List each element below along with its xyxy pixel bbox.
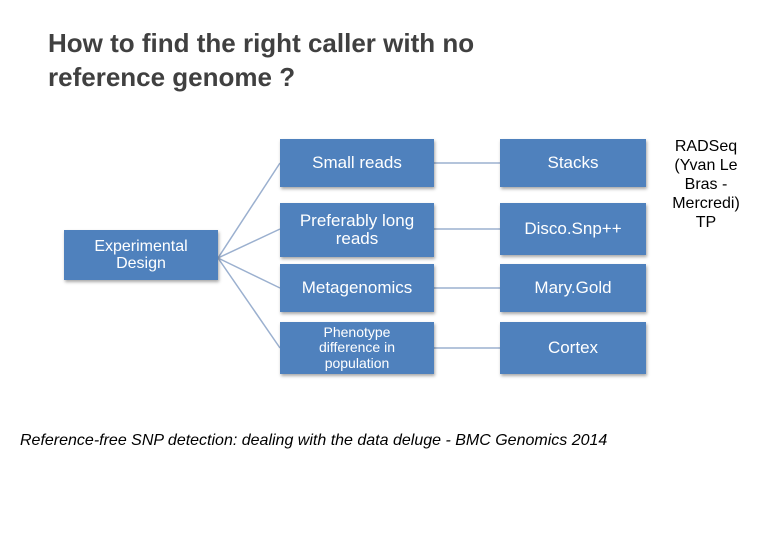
marygold-box: Mary.Gold — [500, 264, 646, 312]
cortex-box: Cortex — [500, 322, 646, 374]
page-title: How to find the right caller with no ref… — [48, 28, 475, 92]
small-reads-box: Small reads — [280, 139, 434, 187]
experimental-design-box: Experimental Design — [64, 230, 218, 280]
radseq-note: RADSeq (Yvan Le Bras - Mercredi) TP — [672, 138, 740, 231]
connector-root-long-reads — [217, 228, 281, 259]
stacks-box: Stacks — [500, 139, 646, 187]
connector-root-phenotype — [217, 257, 281, 349]
discosnp-box: Disco.Snp++ — [500, 203, 646, 255]
connector-root-small-reads — [217, 162, 281, 259]
connector-root-metagenomics — [217, 257, 281, 289]
preferably-long-reads-box: Preferably long reads — [280, 203, 434, 257]
metagenomics-box: Metagenomics — [280, 264, 434, 312]
reference-citation: Reference-free SNP detection: dealing wi… — [20, 432, 608, 449]
phenotype-box: Phenotype difference in population — [280, 322, 434, 374]
